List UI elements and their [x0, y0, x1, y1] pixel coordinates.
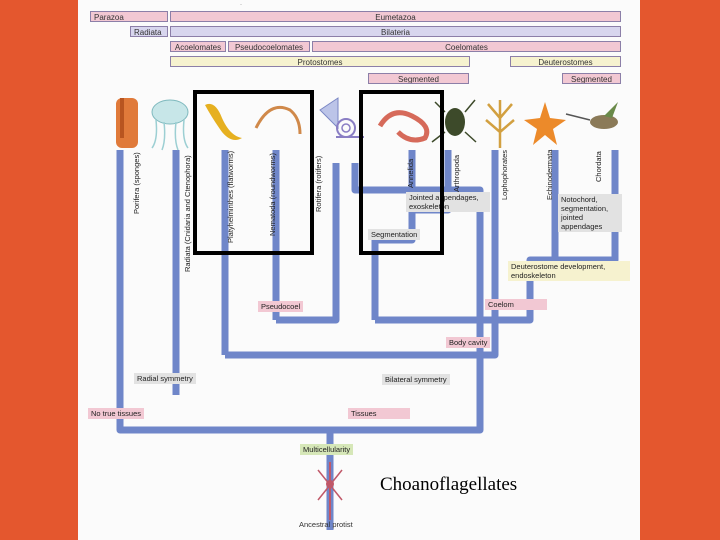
group-segmented-deuterostome: Segmented — [562, 73, 621, 84]
hummingbird-icon — [565, 102, 618, 129]
trait-notochord: Notochord, segmentation, jointed appenda… — [558, 194, 622, 232]
trait-tissues: Tissues — [348, 408, 410, 419]
group-segmented-protostome: Segmented — [368, 73, 469, 84]
group-parazoa: Parazoa — [90, 11, 168, 22]
trait-ancestral-protist: Ancestral protist — [299, 520, 353, 529]
group-coelomates: Coelomates — [312, 41, 621, 52]
sponge-icon — [116, 98, 138, 148]
group-radiata: Radiata — [130, 26, 168, 37]
highlight-box-acoelomate-pseudocoelomate — [193, 90, 314, 255]
trait-deuterostome-development: Deuterostome development, endoskeleton — [508, 261, 630, 281]
trait-bilateral-symmetry: Bilateral symmetry — [382, 374, 450, 385]
flatworm-icon — [205, 103, 242, 140]
clade-rotifera: Rotifera (rotifers) — [314, 155, 323, 212]
clade-chordata: Chordata — [594, 151, 603, 182]
group-protostomes: Protostomes — [170, 56, 470, 67]
right-accent-bar — [640, 0, 720, 540]
trait-segmentation: Segmentation — [368, 229, 421, 240]
trait-multicellularity: Multicellularity — [300, 444, 354, 455]
clade-radiata: Radiata (Cnidaria and Ctenophora) — [183, 155, 192, 272]
group-acoelomates: Acoelomates — [170, 41, 226, 52]
highlight-box-segmented-protostomes — [359, 90, 444, 255]
trait-radial-symmetry: Radial symmetry — [134, 373, 196, 384]
choanoflagellates-caption: Choanoflagellates — [380, 474, 518, 495]
group-deuterostomes: Deuterostomes — [510, 56, 621, 67]
clade-echinodermata: Echinodermata — [545, 149, 554, 200]
ancestral-protist-icon — [317, 462, 343, 520]
starfish-icon — [524, 102, 566, 145]
roundworm-icon — [254, 105, 302, 135]
rotifer-icon — [319, 97, 339, 130]
tiny-dot: · — [240, 2, 242, 8]
earthworm-icon — [377, 110, 430, 143]
clade-arthropoda: Arthropoda — [452, 154, 461, 192]
jellyfish-icon — [151, 99, 189, 151]
group-pseudocoelomates: Pseudocoelomates — [228, 41, 310, 52]
clade-porifera: Porifera (sponges) — [132, 152, 141, 214]
group-bilateria: Bilateria — [170, 26, 621, 37]
group-eumetazoa: Eumetazoa — [170, 11, 621, 22]
left-accent-bar — [0, 0, 78, 540]
trait-no-true-tissues: No true tissues — [88, 408, 145, 419]
lophophorate-icon — [485, 100, 515, 148]
trait-body-cavity: Body cavity — [446, 337, 491, 348]
clade-lophophorates: Lophophorates — [500, 149, 509, 200]
trait-pseudocoel: Pseudocoel — [258, 301, 304, 312]
trait-coelom: Coelom — [485, 299, 547, 310]
